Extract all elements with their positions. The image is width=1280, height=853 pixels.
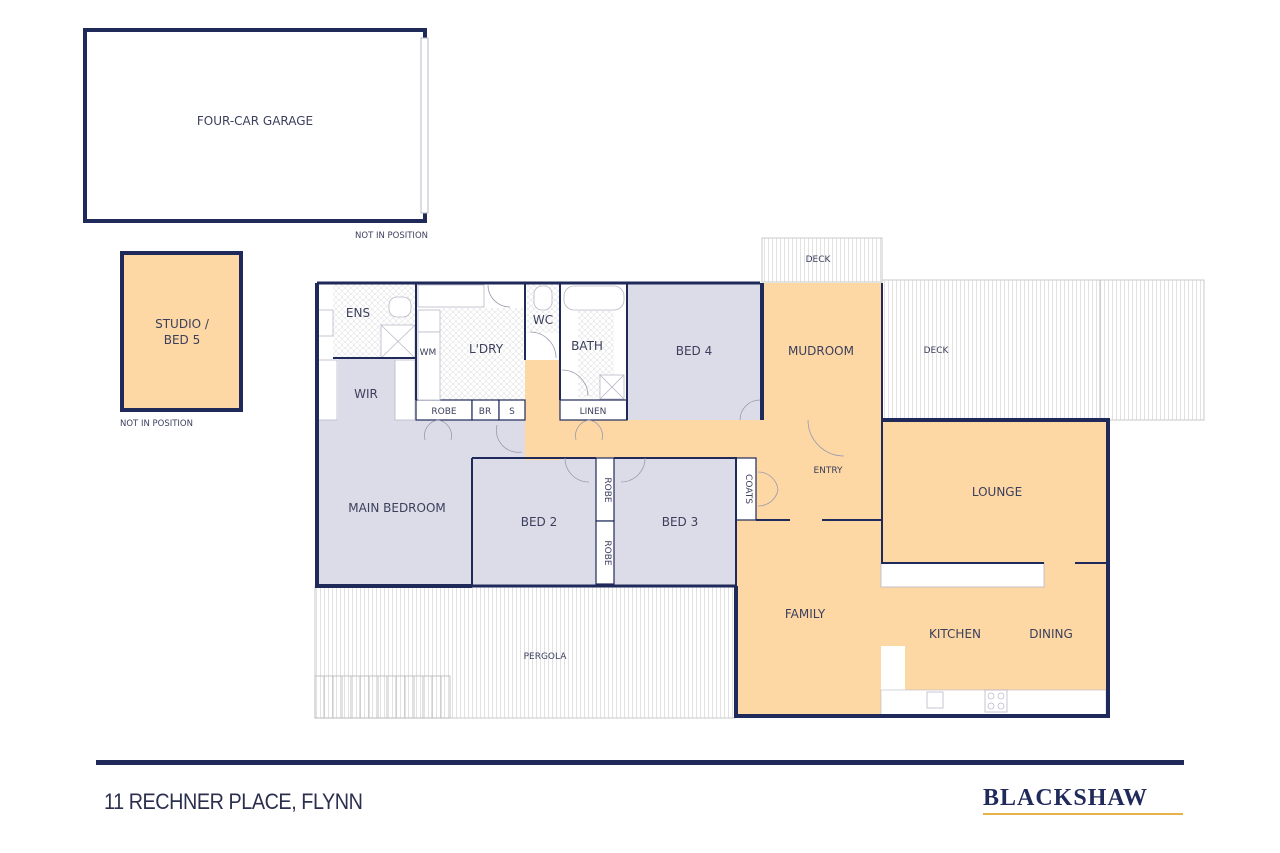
- room-br: BR: [479, 407, 491, 417]
- room-laundry: L'DRY: [469, 342, 504, 356]
- room-labels: ENS WM L'DRY WC BATH BED 4 MUDROOM WIR R…: [346, 306, 1073, 641]
- deck-top-label: DECK: [806, 255, 832, 265]
- room-lounge: LOUNGE: [972, 485, 1022, 499]
- deck-right-label: DECK: [924, 346, 950, 356]
- room-dining: DINING: [1029, 627, 1073, 641]
- agency-logo: BLACKSHAW: [983, 785, 1149, 811]
- room-bed2: BED 2: [521, 515, 558, 529]
- room-robe-laundry: ROBE: [431, 407, 457, 417]
- room-robe-a: ROBE: [602, 477, 612, 503]
- room-mudroom: MUDROOM: [788, 344, 854, 358]
- room-ens: ENS: [346, 306, 370, 320]
- garage: FOUR-CAR GARAGE NOT IN POSITION: [83, 28, 429, 241]
- room-wir: WIR: [354, 387, 378, 401]
- room-wc: WC: [533, 313, 553, 327]
- studio-note: NOT IN POSITION: [120, 419, 193, 429]
- room-wm: WM: [420, 348, 437, 358]
- studio-label-1: STUDIO /: [155, 317, 210, 331]
- logo-underline: [983, 813, 1183, 815]
- garage-label: FOUR-CAR GARAGE: [197, 114, 313, 128]
- room-kitchen: KITCHEN: [929, 627, 981, 641]
- room-robe-b: ROBE: [602, 540, 612, 566]
- door-swings: [424, 284, 845, 507]
- room-main-bedroom: MAIN BEDROOM: [348, 501, 446, 515]
- room-family: FAMILY: [785, 607, 826, 621]
- room-bed3: BED 3: [662, 515, 699, 529]
- room-fills: [316, 283, 1108, 717]
- walls: [315, 281, 1110, 718]
- studio: STUDIO / BED 5 NOT IN POSITION: [120, 251, 243, 429]
- room-s: S: [509, 407, 515, 417]
- room-coats: COATS: [743, 474, 753, 504]
- property-address: 11 RECHNER PLACE, FLYNN: [104, 789, 363, 814]
- studio-label-2: BED 5: [164, 333, 201, 347]
- room-bath: BATH: [571, 339, 603, 353]
- room-linen: LINEN: [580, 407, 607, 417]
- room-entry: ENTRY: [813, 466, 843, 476]
- garage-note: NOT IN POSITION: [355, 231, 428, 241]
- room-bed4: BED 4: [676, 344, 713, 358]
- pergola-label: PERGOLA: [524, 652, 568, 662]
- footer-divider: [96, 760, 1184, 765]
- decks: DECK DECK PERGOLA: [314, 237, 1205, 719]
